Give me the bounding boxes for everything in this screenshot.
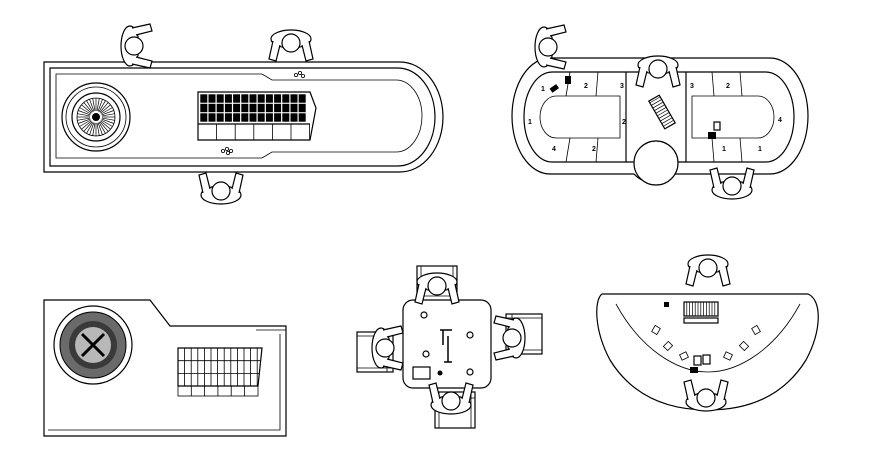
betting-layout bbox=[197, 91, 317, 141]
dealing-shoe-icon bbox=[440, 329, 452, 363]
roulette-long-table bbox=[43, 23, 444, 205]
player-figure-icon bbox=[534, 24, 567, 70]
dealer-figure-icon bbox=[635, 55, 681, 88]
bet-area-label: 4 bbox=[778, 117, 782, 124]
blackjack-table bbox=[596, 254, 819, 412]
roulette-wheel-table bbox=[43, 299, 287, 437]
bet-area-label: 2 bbox=[622, 119, 626, 126]
dice-rack-icon bbox=[647, 94, 677, 130]
player-figure-icon bbox=[198, 172, 244, 205]
bet-area-label: 2 bbox=[726, 83, 730, 90]
bet-area-label: 1 bbox=[722, 146, 726, 153]
bet-area-label: 2 bbox=[592, 146, 596, 153]
betting-layout bbox=[177, 347, 263, 397]
player-figure-icon bbox=[493, 315, 526, 361]
roulette-wheel-icon bbox=[61, 82, 131, 152]
betting-spot-icon bbox=[651, 324, 761, 361]
player-figure-icon bbox=[371, 325, 404, 371]
bet-area-label: 1 bbox=[528, 119, 532, 126]
bet-area-label: 2 bbox=[584, 83, 588, 90]
bet-area-label: 4 bbox=[552, 146, 556, 153]
chip-icon bbox=[549, 76, 721, 139]
craps-table: 1 2 3 3 2 1 4 4 2 1 1 2 bbox=[511, 24, 809, 200]
chip-icon bbox=[420, 311, 474, 376]
card-table-square bbox=[356, 265, 543, 429]
player-figure-icon bbox=[709, 167, 755, 200]
player-figure-icon bbox=[683, 379, 729, 412]
dealer-figure-icon bbox=[685, 254, 731, 287]
roulette-wheel-icon bbox=[53, 305, 133, 385]
bet-area-label: 1 bbox=[758, 146, 762, 153]
bet-area-label: 3 bbox=[690, 83, 694, 90]
bet-area-label: 1 bbox=[541, 86, 545, 93]
bet-area-label: 3 bbox=[620, 83, 624, 90]
chip-stack-icon bbox=[220, 71, 305, 155]
player-figure-icon bbox=[120, 23, 153, 69]
dealer-figure-icon bbox=[268, 29, 314, 62]
